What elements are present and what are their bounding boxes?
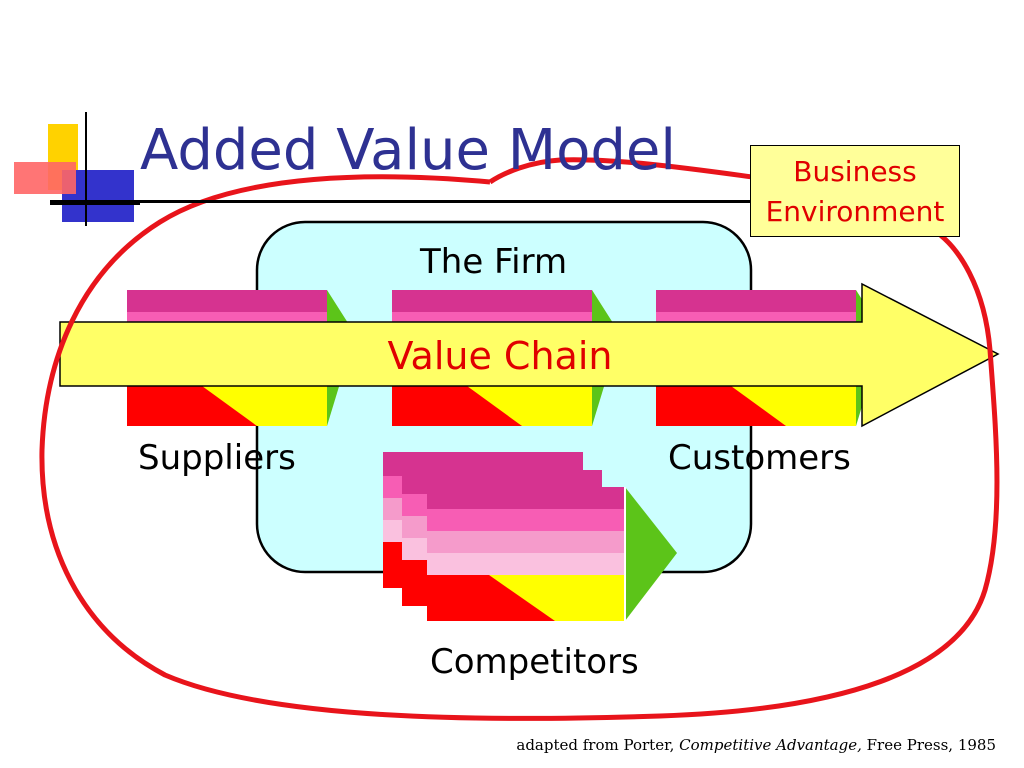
corner-decoration — [14, 112, 140, 226]
competitors-chain-stack — [383, 452, 677, 621]
slide-title: Added Value Model — [140, 118, 676, 183]
suppliers-label: Suppliers — [138, 438, 296, 478]
source-citation: adapted from Porter, Competitive Advanta… — [516, 736, 996, 754]
firm-label: The Firm — [420, 242, 568, 282]
value-chain-label: Value Chain — [387, 334, 613, 378]
competitors-label: Competitors — [430, 642, 639, 682]
business-environment-line-1: Business — [793, 155, 917, 188]
value-chain-arrow — [59, 282, 1000, 428]
business-environment-box: Business Environment — [750, 145, 960, 237]
business-environment-line-2: Environment — [765, 195, 945, 228]
source-book-title: Competitive Advantage, — [679, 736, 862, 754]
title-underline — [50, 200, 770, 203]
source-prefix: adapted from Porter, — [516, 736, 680, 754]
source-suffix: Free Press, 1985 — [861, 736, 996, 754]
customers-label: Customers — [668, 438, 851, 478]
